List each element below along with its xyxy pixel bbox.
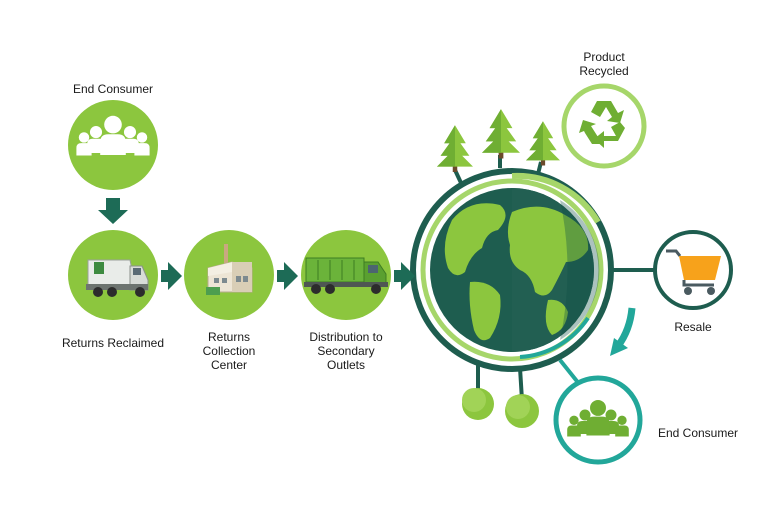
garbage-truck-icon [86, 259, 149, 297]
label-line: Outlets [326, 358, 365, 372]
tree-ball-icon [462, 388, 539, 428]
returns-collection-label: Returns Collection Center [184, 330, 274, 372]
label-line: Product [583, 50, 625, 64]
earth-globe-icon [410, 168, 614, 372]
label-line: Recycled [579, 64, 629, 78]
returns-reclaimed-node [68, 230, 158, 320]
product-recycled-node [561, 83, 647, 169]
recycle-icon [579, 101, 625, 148]
label-line: Center [210, 358, 248, 372]
shopping-cart-icon [666, 249, 721, 295]
end-consumer-top-node [68, 100, 158, 190]
teal-arrow [558, 307, 636, 387]
resale-label: Resale [674, 320, 712, 334]
returns-collection-node [184, 230, 274, 320]
end-consumer-right-label: End Consumer [657, 426, 739, 440]
flow-arrows [98, 198, 415, 290]
dump-truck-icon [304, 257, 388, 294]
distribution-label: Distribution to Secondary Outlets [296, 330, 396, 372]
product-recycled-label: Product Recycled [560, 50, 648, 78]
distribution-node [301, 230, 391, 320]
label-line: Distribution to [309, 330, 383, 344]
resale-node [653, 230, 733, 310]
end-consumer-right-node [553, 375, 643, 465]
label-line: Collection [202, 344, 256, 358]
returns-reclaimed-label: Returns Reclaimed [61, 336, 165, 350]
label-line: Returns [207, 330, 251, 344]
end-consumer-top-label: End Consumer [72, 82, 154, 96]
factory-icon [206, 244, 253, 295]
label-line: Secondary [317, 344, 375, 358]
